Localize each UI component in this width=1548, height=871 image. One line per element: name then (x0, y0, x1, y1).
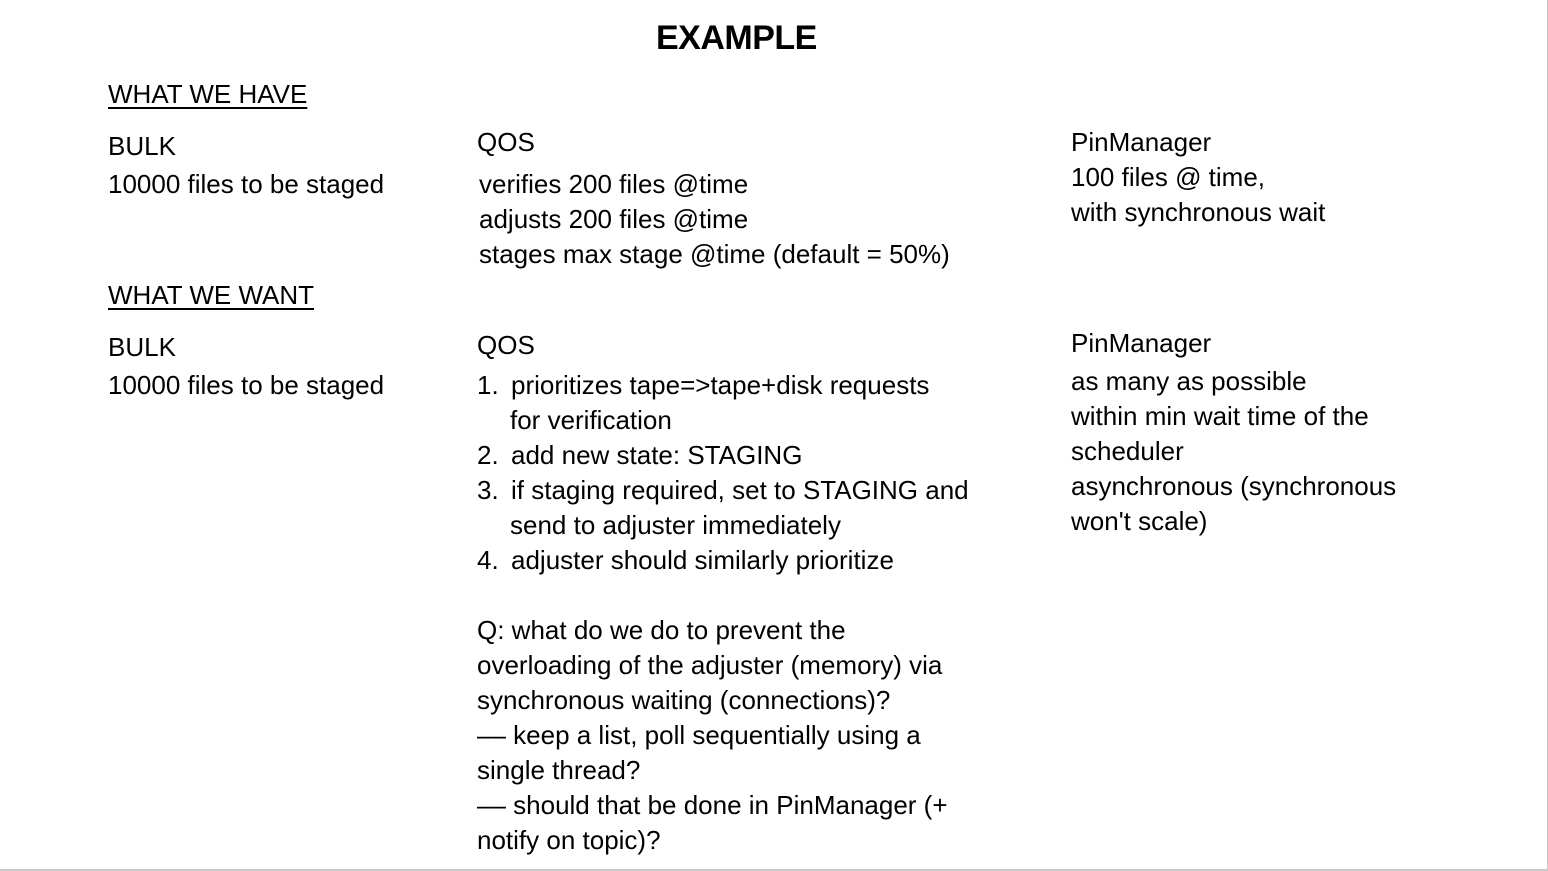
want-heading: WHAT WE WANT (108, 280, 315, 310)
question-line: single thread? (477, 755, 641, 785)
list-item-text: add new state: STAGING (511, 440, 803, 470)
have-bulk-label: BULK (108, 131, 176, 161)
have-qos-line: stages max stage @time (default = 50%) (479, 239, 950, 269)
have-heading: WHAT WE HAVE (108, 79, 308, 109)
have-pinmanager-text: 100 files @ time, with synchronous wait (1071, 160, 1325, 230)
have-pinmanager-label: PinManager (1071, 127, 1212, 157)
want-pinmanager-line: scheduler (1071, 436, 1184, 466)
question-line: –– should that be done in PinManager (+ (477, 790, 948, 820)
have-bulk-text: 10000 files to be staged (108, 167, 384, 202)
list-item: 4. adjuster should similarly prioritize (477, 543, 969, 578)
spacer (477, 578, 969, 613)
list-item-number: 2. (477, 440, 499, 470)
list-item-continuation: send to adjuster immediately (510, 510, 841, 540)
have-qos-line: adjusts 200 files @time (479, 204, 749, 234)
list-item: 2. add new state: STAGING (477, 438, 969, 473)
want-pinmanager-label: PinManager (1071, 328, 1212, 358)
want-pinmanager-line: within min wait time of the (1071, 401, 1369, 431)
list-item-text: if staging required, set to STAGING and (511, 475, 969, 505)
question-line: overloading of the adjuster (memory) via (477, 650, 943, 680)
want-pinmanager-line: asynchronous (synchronous (1071, 471, 1397, 501)
slide-title: EXAMPLE (656, 19, 817, 57)
want-qos-label: QOS (477, 330, 535, 360)
list-item-text: prioritizes tape=>tape+disk requests (511, 370, 930, 400)
want-bulk-line: 10000 files to be staged (108, 370, 385, 400)
have-pinmanager-line: 100 files @ time, (1071, 162, 1266, 192)
question-line: Q: what do we do to prevent the (477, 615, 846, 645)
want-pinmanager-line: won't scale) (1071, 506, 1208, 536)
want-pinmanager-line: as many as possible (1071, 366, 1307, 396)
list-item-number: 1. (477, 370, 499, 400)
have-qos-label: QOS (477, 127, 535, 157)
have-bulk-line: 10000 files to be staged (108, 169, 385, 199)
question-line: –– keep a list, poll sequentially using … (477, 720, 921, 750)
list-item-number: 3. (477, 475, 499, 505)
list-item-continuation: for verification (510, 405, 672, 435)
have-qos-text: verifies 200 files @time adjusts 200 fil… (479, 167, 950, 272)
want-bulk-label: BULK (108, 332, 176, 362)
question-line: synchronous waiting (connections)? (477, 685, 891, 715)
want-pinmanager-text: as many as possible within min wait time… (1071, 364, 1396, 539)
list-item: 1. prioritizes tape=>tape+disk requests (477, 368, 969, 403)
have-pinmanager-line: with synchronous wait (1071, 197, 1326, 227)
list-item-number: 4. (477, 545, 499, 575)
have-qos-line: verifies 200 files @time (479, 169, 749, 199)
list-item-text: adjuster should similarly prioritize (511, 545, 894, 575)
list-item: 3. if staging required, set to STAGING an… (477, 473, 969, 508)
question-line: notify on topic)? (477, 825, 661, 855)
want-bulk-text: 10000 files to be staged (108, 368, 384, 403)
want-qos-list: 1. prioritizes tape=>tape+disk requests f… (477, 368, 969, 858)
